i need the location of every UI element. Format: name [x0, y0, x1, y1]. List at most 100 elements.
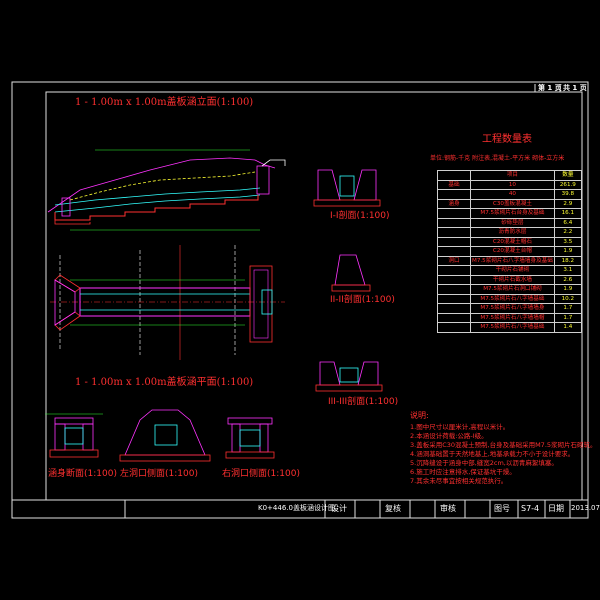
drawing-no: S7-4: [521, 504, 540, 513]
quantity-header-cell: 项目: [470, 170, 555, 181]
quantity-cell: [437, 208, 471, 219]
foundation-bottom: [54, 220, 91, 225]
section-3: [315, 361, 383, 392]
section-1-base: [313, 199, 381, 207]
design-label: 设计: [331, 504, 347, 513]
quantity-cell: 2.2: [553, 227, 582, 238]
right-portal-view: [225, 417, 275, 459]
body-base: [49, 449, 99, 458]
quantity-cell: M7.5浆砌片石台身及基础: [470, 208, 555, 219]
quantity-cell: [437, 246, 471, 257]
left-portal-title: 左洞口侧面(1:100): [120, 469, 198, 479]
notes-block: 1.图中尺寸以厘米计,高程以米计。2.本涵设计荷载:公路-I级。3.盖板采用C3…: [410, 423, 597, 486]
quantity-table-title: 工程数量表: [482, 134, 532, 145]
section-1-right-wall: [353, 169, 377, 201]
quantity-cell: [437, 303, 471, 314]
body-slab: [54, 417, 94, 425]
section-1-title: I-I剖面(1:100): [330, 211, 390, 221]
quantity-cell: 39.8: [553, 189, 582, 200]
note-line: 7.其余未尽事宜按相关规范执行。: [410, 477, 508, 485]
left-portal-opening: [154, 424, 178, 446]
section-1: [313, 169, 381, 207]
page-total: 共 1 页: [563, 84, 587, 92]
culvert-top: [54, 187, 261, 206]
quantity-unit-note: 单位:钢筋-千克 附注表,混凝土-平方米 砌体-立方米: [430, 155, 565, 162]
quantity-cell: [437, 312, 471, 323]
note-line: 2.本涵设计荷载:公路-I级。: [410, 432, 488, 440]
quantity-cell: 沥青防水层: [470, 227, 555, 238]
quantity-cell: [437, 293, 471, 304]
quantity-cell: 261.9: [553, 179, 582, 190]
quantity-cell: [437, 227, 471, 238]
right-portal-slab: [261, 289, 273, 315]
note-line: 1.图中尺寸以厘米计,高程以米计。: [410, 423, 510, 431]
section-1-left-wall: [317, 169, 341, 201]
right-portal-plan: [249, 265, 273, 343]
quantity-cell: 基础: [437, 179, 471, 190]
quantity-cell: [437, 217, 471, 228]
section-3-title: III-III剖面(1:100): [328, 397, 399, 407]
quantity-cell: 洞口: [437, 255, 471, 266]
section-2-title: II-II剖面(1:100): [330, 295, 395, 305]
quantity-cell: 3.5: [553, 236, 582, 247]
right-portal-opening: [239, 429, 261, 447]
review-label: 审核: [440, 504, 456, 513]
quantity-cell: 10: [470, 179, 555, 190]
section-2-wall: [334, 254, 366, 286]
quantity-cell: 砂砾垫层: [470, 217, 555, 228]
left-wingwall-upper: [54, 274, 81, 293]
quantity-cell: 6.4: [553, 217, 582, 228]
quantity-cell: 2.9: [553, 198, 582, 209]
right-headwall: [256, 165, 270, 195]
quantity-header-row: 项目数量: [437, 170, 582, 181]
quantity-header-cell: [437, 170, 471, 181]
quantity-cell: 16.1: [553, 208, 582, 219]
date: 2013.07: [571, 504, 600, 512]
body-right-wall: [82, 423, 94, 451]
section-1-opening: [339, 175, 355, 197]
ground-line: [47, 157, 276, 213]
quantity-cell: 10.2: [553, 293, 582, 304]
body-section-title: 涵身断面(1:100): [48, 469, 117, 479]
quantity-cell: C20混凝土台帽: [470, 246, 555, 257]
right-portal-title: 右洞口侧面(1:100): [222, 469, 300, 479]
quantity-cell: 1.4: [553, 322, 582, 333]
note-line: 4.涵洞基础置于天然地基上,地基承载力不小于设计要求。: [410, 450, 575, 458]
notes-title: 说明:: [410, 411, 429, 420]
elevation-view: [47, 149, 286, 231]
left-portal-view: [119, 409, 211, 462]
outer-frame: [11, 81, 589, 519]
quantity-cell: 2.6: [553, 274, 582, 285]
quantity-cell: [437, 322, 471, 333]
section-3-opening: [339, 367, 359, 383]
page-number: 第 1 页: [538, 84, 562, 92]
quantity-cell: 涵身: [437, 198, 471, 209]
quantity-cell: [437, 265, 471, 276]
right-portal-right-wall: [259, 423, 269, 453]
quantity-cell: 3.1: [553, 265, 582, 276]
plan-title: 1 - 1.00m x 1.00m盖板涵平面(1:100): [75, 377, 254, 388]
note-line: 3.盖板采用C30混凝土预制,台身及基础采用M7.5浆砌片石砌筑。: [410, 441, 597, 449]
quantity-header-cell: 数量: [553, 170, 582, 181]
left-portal-outline: [124, 409, 206, 456]
right-portal-base: [225, 451, 275, 459]
quantity-cell: M7.5浆砌片石八字墙墙帽: [470, 312, 555, 323]
quantity-cell: 40: [470, 189, 555, 200]
section-2-base: [331, 284, 371, 292]
note-line: 5.沉降缝设于涵身中部,缝宽2cm,以沥青麻絮填塞。: [410, 459, 558, 467]
body-left-wall: [54, 423, 66, 451]
quantity-cell: [437, 284, 471, 295]
